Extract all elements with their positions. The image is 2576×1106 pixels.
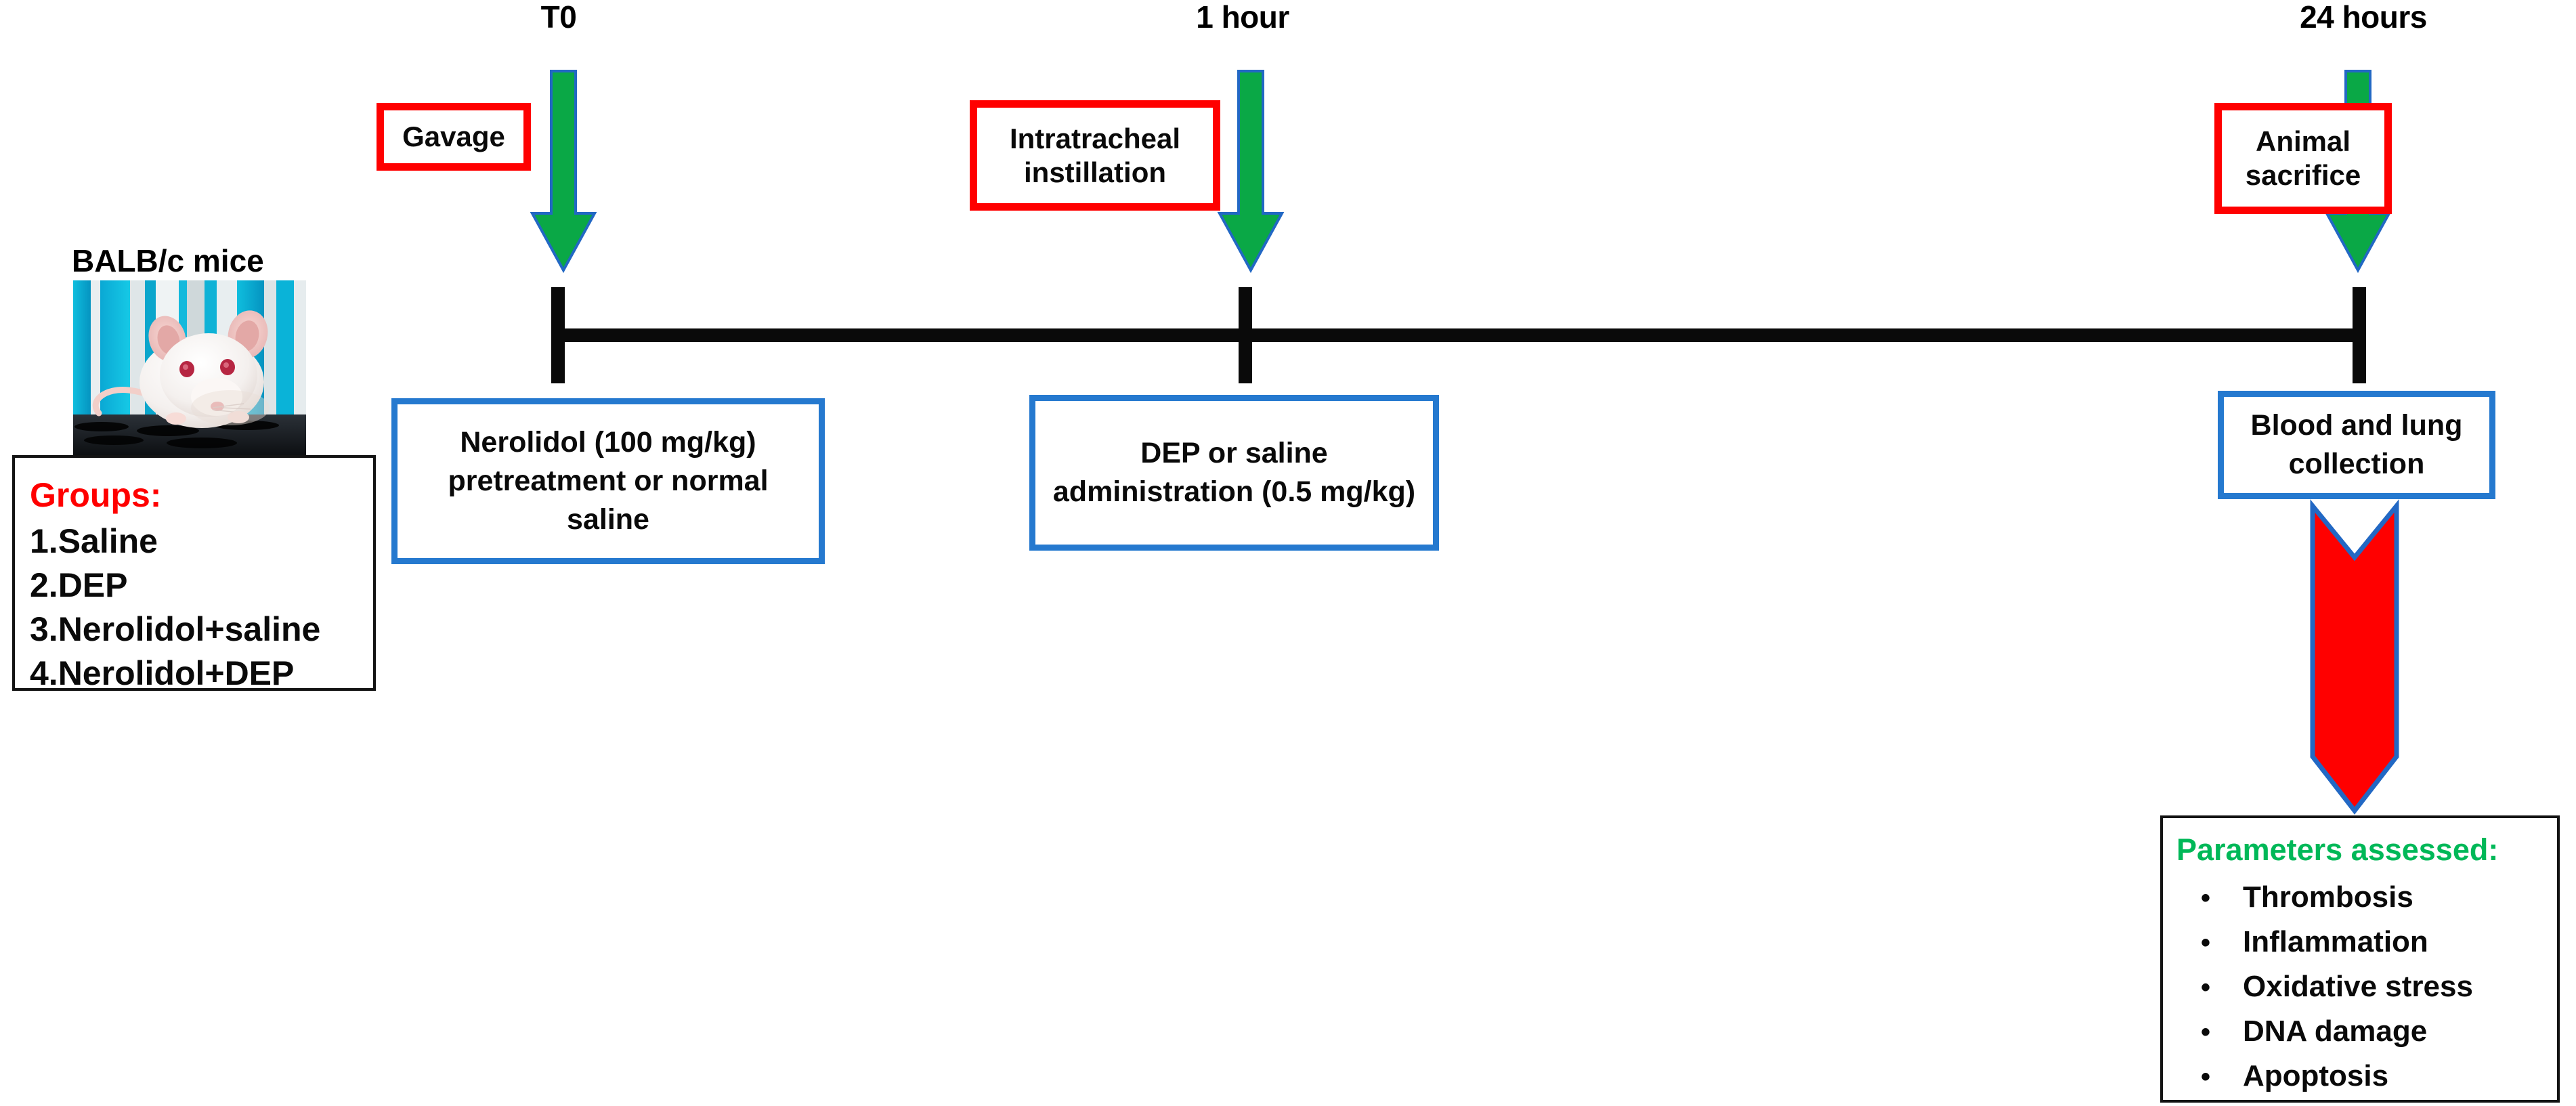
timeline-tick-24-hours (2353, 287, 2366, 383)
parameters-assessed-box[interactable]: Parameters assessed: • Thrombosis • Infl… (2160, 815, 2560, 1103)
green-down-arrow-t0 (530, 70, 597, 273)
event-box-animal-sacrifice[interactable]: Animal sacrifice (2214, 103, 2392, 214)
event-box-intratracheal-instillation-label: Intratracheal instillation (1009, 122, 1181, 188)
bullet-icon: • (2201, 883, 2211, 913)
timepoint-label-1-hour: 1 hour (1196, 0, 1289, 35)
event-box-intratracheal-instillation[interactable]: Intratracheal instillation (970, 100, 1220, 211)
parameter-item-oxidative-stress: • Oxidative stress (2201, 964, 2548, 1009)
timepoint-label-24-hours: 24 hours (2300, 0, 2427, 35)
bullet-icon: • (2201, 928, 2211, 958)
desc-box-blood-and-lung-collection-label: Blood and lung collection (2250, 409, 2463, 480)
timeline-tick-t0 (551, 287, 565, 383)
parameter-label: DNA damage (2243, 1015, 2428, 1048)
event-box-gavage-label: Gavage (402, 121, 505, 153)
animal-photo-caption: BALB/c mice (72, 243, 264, 278)
parameters-list: • Thrombosis • Inflammation • Oxidative … (2176, 875, 2548, 1099)
parameter-label: Oxidative stress (2243, 970, 2473, 1003)
timeline-axis (551, 328, 2366, 342)
desc-box-dep-or-saline-administration-label: DEP or saline administration (0.5 mg/kg) (1052, 437, 1416, 508)
groups-item-3: 3.Nerolidol+saline (30, 610, 321, 648)
parameter-label: Apoptosis (2243, 1059, 2389, 1092)
timepoint-label-t0: T0 (540, 0, 577, 35)
desc-box-nerolidol-pretreatment-label: Nerolidol (100 mg/kg) pretreatment or no… (448, 426, 769, 536)
desc-box-dep-or-saline-administration[interactable]: DEP or saline administration (0.5 mg/kg) (1029, 395, 1439, 551)
parameter-label: Thrombosis (2243, 880, 2413, 914)
groups-item-2: 2.DEP (30, 566, 128, 604)
desc-box-blood-and-lung-collection[interactable]: Blood and lung collection (2218, 391, 2495, 499)
mouse-photo (73, 280, 306, 461)
groups-title: Groups: (30, 476, 162, 514)
green-down-arrow-1-hour (1217, 70, 1285, 273)
parameter-item-thrombosis: • Thrombosis (2201, 875, 2548, 920)
groups-box[interactable]: Groups: 1.Saline 2.DEP 3.Nerolidol+salin… (12, 455, 376, 692)
groups-item-4: 4.Nerolidol+DEP (30, 654, 295, 692)
bullet-icon: • (2201, 1017, 2211, 1047)
parameter-label: Inflammation (2243, 925, 2428, 958)
red-down-chevron-arrow (2270, 498, 2439, 820)
bullet-icon: • (2201, 973, 2211, 1002)
parameter-item-inflammation: • Inflammation (2201, 920, 2548, 964)
event-box-gavage[interactable]: Gavage (377, 103, 531, 171)
bullet-icon: • (2201, 1062, 2211, 1092)
parameter-item-apoptosis: • Apoptosis (2201, 1054, 2548, 1099)
groups-item-1: 1.Saline (30, 522, 158, 560)
parameters-assessed-title: Parameters assessed: (2176, 832, 2499, 867)
parameter-item-dna-damage: • DNA damage (2201, 1009, 2548, 1054)
event-box-animal-sacrifice-label: Animal sacrifice (2245, 125, 2361, 191)
timeline-tick-1-hour (1239, 287, 1252, 383)
desc-box-nerolidol-pretreatment[interactable]: Nerolidol (100 mg/kg) pretreatment or no… (391, 398, 825, 564)
